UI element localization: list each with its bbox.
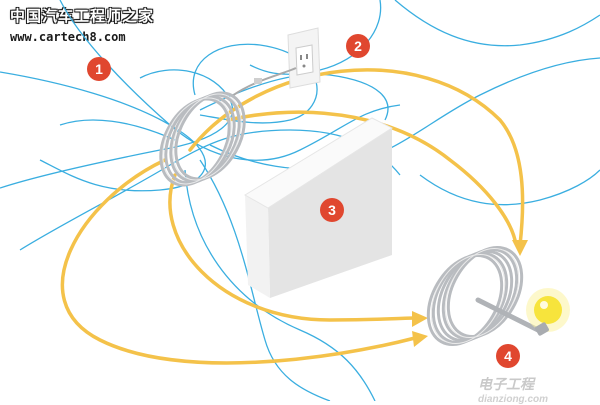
resonance-path xyxy=(226,110,517,242)
site-watermark-url: www.cartech8.com xyxy=(10,30,126,44)
badge-2: 2 xyxy=(346,34,370,58)
badge-4-label: 4 xyxy=(504,348,512,364)
badge-3-label: 3 xyxy=(328,202,336,218)
transmitter-coil xyxy=(159,91,246,187)
badge-4: 4 xyxy=(496,344,520,368)
field-line xyxy=(59,119,176,141)
arrowhead xyxy=(412,331,428,347)
receiver-coil xyxy=(426,245,524,347)
field-line xyxy=(249,0,382,75)
power-plug xyxy=(254,78,262,84)
field-line xyxy=(199,159,331,401)
badge-1: 1 xyxy=(87,57,111,81)
resonance-path xyxy=(188,68,525,247)
light-bulb xyxy=(526,288,570,336)
field-line xyxy=(0,69,234,189)
field-line xyxy=(419,169,600,206)
badge-1-label: 1 xyxy=(95,61,103,77)
resonance-path xyxy=(60,158,417,365)
field-line xyxy=(394,0,600,47)
resonance-paths xyxy=(60,68,525,365)
badge-2-label: 2 xyxy=(354,38,362,54)
field-line xyxy=(0,71,206,192)
resonance-path xyxy=(168,173,417,322)
power-cable xyxy=(231,67,297,97)
bottom-watermark-cn: 电子工程 xyxy=(478,376,534,392)
site-watermark-cn: 中国汽车工程师之家 xyxy=(10,7,155,25)
field-line xyxy=(209,57,600,170)
bottom-watermark: 电子工程 dianziong.com xyxy=(478,374,600,405)
wall-outlet xyxy=(287,27,321,89)
field-line xyxy=(184,169,376,401)
receiver-rod xyxy=(475,297,541,333)
transmitter-coil-highlight xyxy=(162,93,242,185)
receiver-coil-highlight xyxy=(430,247,520,345)
bottom-watermark-en: dianziong.com xyxy=(478,394,548,405)
arrowhead xyxy=(412,311,428,327)
arrowhead xyxy=(512,240,528,256)
obstacle-block xyxy=(244,117,394,298)
badge-3: 3 xyxy=(320,198,344,222)
resonance-arrowheads xyxy=(412,240,528,347)
